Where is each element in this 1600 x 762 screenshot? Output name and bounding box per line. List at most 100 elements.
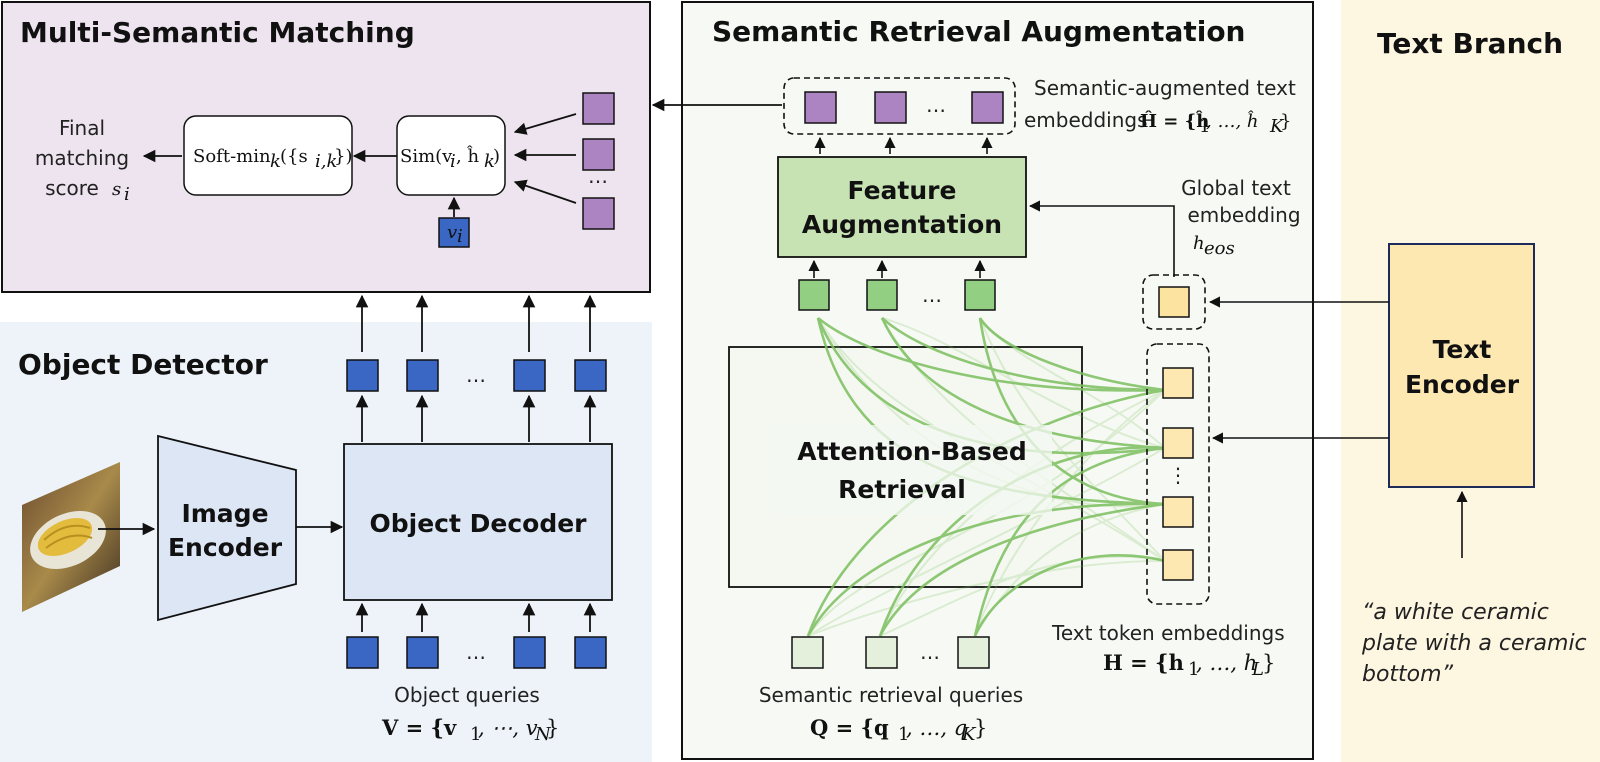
svg-text:}: } (546, 716, 559, 740)
global-embedding-group (1142, 274, 1206, 330)
decoder-output-ellipsis: … (466, 363, 486, 387)
object-queries-formula: V = {v 1 , ⋯, v N } (381, 715, 559, 745)
green-token-arrows (808, 259, 986, 278)
svg-text:}: } (1280, 111, 1291, 132)
svg-text:k: k (484, 151, 495, 172)
softmin-label: Soft-min k ({s i,k }) (193, 146, 352, 172)
semantic-augmented-label: Semantic-augmented text (1034, 76, 1296, 100)
v-i-token (438, 217, 470, 248)
svg-text:1: 1 (470, 724, 481, 745)
svg-text:}: } (974, 716, 987, 740)
svg-text:1: 1 (1199, 116, 1210, 137)
svg-text:K: K (1269, 116, 1285, 137)
text-token-1 (1162, 367, 1194, 399)
retrieval-queries-label: Semantic retrieval queries (759, 683, 1023, 707)
svg-text:Global text: Global text (1181, 176, 1291, 200)
svg-text:({s: ({s (280, 146, 308, 167)
svg-text:, …, ĥ: , …, ĥ (1206, 109, 1258, 132)
svg-text:embeddings: embeddings (1024, 108, 1148, 132)
svg-text:eos: eos (1204, 238, 1235, 259)
augmented-token-1 (804, 91, 837, 124)
augmentation-output-arrows (814, 136, 993, 154)
text-token-group (1146, 343, 1210, 605)
object-decoder-label: Object Decoder (369, 509, 587, 538)
retrieval-query-ellipsis: … (920, 640, 940, 664)
svg-text:“a white ceramic: “a white ceramic (1362, 600, 1549, 625)
semantic-retrieval-title: Semantic Retrieval Augmentation (712, 15, 1246, 48)
object-query-token-2 (406, 636, 439, 669)
purple-token-3 (582, 197, 615, 230)
svg-text:1: 1 (1188, 659, 1199, 680)
object-query-token-4 (574, 636, 607, 669)
svg-text:i: i (450, 151, 456, 172)
caption-quote: “a white ceramic plate with a ceramic bo… (1361, 600, 1587, 687)
feature-augmentation-label-2: Augmentation (802, 210, 1002, 239)
image-encoder-box (157, 434, 297, 622)
svg-text:, …, h: , …, h (1196, 651, 1257, 675)
object-query-token-3 (513, 636, 546, 669)
svg-text:v: v (447, 222, 457, 243)
decoder-output-token-4 (574, 359, 607, 392)
decoder-output-arrows (355, 294, 597, 442)
text-encoder-label-2: Encoder (1405, 370, 1520, 399)
green-token-1 (798, 279, 830, 311)
input-image (22, 462, 120, 612)
augmented-token-3 (971, 91, 1004, 124)
purple-token-1 (582, 92, 615, 125)
object-query-ellipsis: … (466, 640, 486, 664)
svg-text:i,k: i,k (315, 151, 337, 172)
retrieval-queries-formula: Q = {q 1 , …, q K } (810, 715, 987, 745)
augmented-embeddings-group (783, 77, 1016, 135)
object-query-arrows (355, 602, 597, 632)
svg-text:bottom”: bottom” (1362, 662, 1454, 687)
text-tokens-formula: H = {h 1 , …, h L } (1103, 650, 1275, 680)
text-token-4 (1162, 549, 1194, 581)
svg-text:, ⋯, v: , ⋯, v (478, 716, 538, 740)
green-ellipsis: … (922, 283, 942, 307)
decoder-output-token-2 (406, 359, 439, 392)
svg-text:k: k (270, 151, 281, 172)
purple-ellipsis: … (588, 164, 608, 188)
text-branch-title: Text Branch (1377, 27, 1563, 60)
svg-text:Ĥ = {ĥ: Ĥ = {ĥ (1140, 109, 1209, 132)
final-score-label: Final matching score s i (35, 116, 130, 205)
purple-token-2 (582, 138, 615, 171)
arrow-purple1-to-sim (513, 113, 577, 135)
object-queries-label: Object queries (394, 683, 540, 707)
text-token-2 (1162, 427, 1194, 459)
image-encoder-label-2: Encoder (168, 533, 283, 562)
decoder-output-token-1 (346, 359, 379, 392)
arrow-global-to-augmentation (1028, 200, 1175, 277)
v-i-label: v i (447, 222, 463, 247)
green-token-2 (866, 279, 898, 311)
text-token-vertical-ellipsis: ⋮ (1168, 463, 1188, 487)
svg-text:plate with a ceramic: plate with a ceramic (1361, 631, 1587, 656)
text-encoder-box (1388, 243, 1535, 488)
text-tokens-label: Text token embeddings (1051, 621, 1285, 645)
softmin-box (183, 115, 353, 196)
svg-text:}: } (1262, 651, 1275, 675)
retrieval-query-token-1 (791, 636, 824, 669)
multi-semantic-title: Multi-Semantic Matching (20, 16, 415, 49)
attention-label-bg (772, 425, 1052, 515)
svg-text:h: h (1193, 233, 1205, 254)
feature-augmentation-box (777, 156, 1027, 258)
global-embedding-token (1158, 286, 1190, 318)
text-token-3 (1162, 496, 1194, 528)
augmented-token-2 (874, 91, 907, 124)
attention-retrieval-label: Attention-Based (797, 437, 1027, 466)
svg-text:matching: matching (35, 146, 129, 170)
svg-text:}): }) (334, 146, 352, 167)
text-encoder-label: Text (1433, 335, 1492, 364)
svg-text:N: N (534, 724, 552, 745)
arrow-purple3-to-sim (513, 179, 577, 204)
global-text-label: Global text embedding h eos (1181, 176, 1300, 259)
svg-text:Q = {q: Q = {q (810, 715, 889, 740)
svg-text:K: K (961, 724, 977, 745)
svg-text:, …, q: , …, q (906, 716, 967, 740)
feature-augmentation-label: Feature (848, 176, 957, 205)
object-detector-title: Object Detector (18, 348, 268, 381)
svg-text:s: s (112, 179, 121, 200)
svg-text:H = {h: H = {h (1103, 650, 1184, 675)
